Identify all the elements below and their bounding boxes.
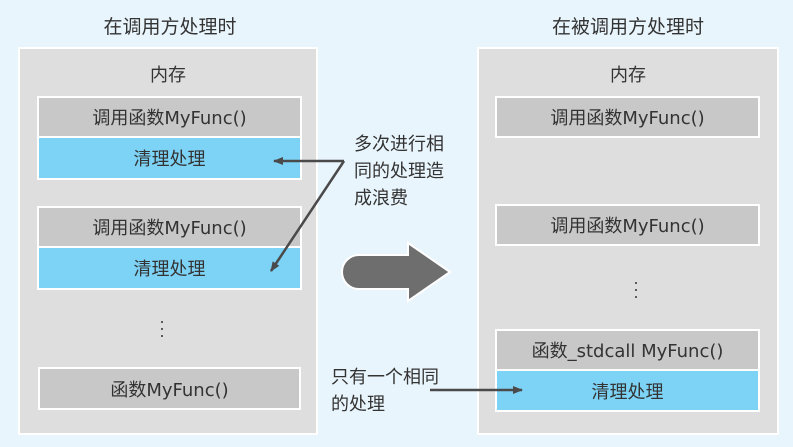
single-note-line-2: 的处理: [331, 394, 385, 415]
waste-note-line-3: 成浪费: [354, 188, 408, 209]
waste-note-line-1: 多次进行相: [354, 134, 444, 155]
left-cleanup-box-2: 清理处理: [37, 246, 302, 290]
waste-note: 多次进行相 同的处理造 成浪费: [354, 131, 444, 212]
left-memory-label: 内存: [150, 65, 186, 86]
single-note-line-1: 只有一个相同: [331, 367, 439, 388]
left-call-box-1: 调用函数MyFunc(): [37, 96, 302, 138]
left-ellipsis-icon: [160, 321, 164, 342]
left-call-box-2: 调用函数MyFunc(): [37, 206, 302, 248]
right-cleanup-box: 清理处理: [495, 369, 760, 412]
waste-note-line-2: 同的处理造: [354, 161, 444, 182]
left-cleanup-box-1: 清理处理: [37, 136, 302, 180]
single-note: 只有一个相同 的处理: [331, 364, 439, 418]
right-call-box-2: 调用函数MyFunc(): [495, 204, 760, 246]
right-memory-label: 内存: [610, 65, 646, 86]
right-arrow-icon: [341, 241, 452, 303]
left-function-box: 函数MyFunc(): [38, 367, 301, 410]
right-function-box: 函数_stdcall MyFunc(): [495, 329, 760, 371]
left-panel-title: 在调用方处理时: [103, 16, 237, 38]
right-call-box-1: 调用函数MyFunc(): [495, 96, 760, 138]
pointer-arrow-to-cleanup-2: [269, 160, 346, 272]
right-panel-title: 在被调用方处理时: [551, 16, 704, 38]
right-ellipsis-icon: [634, 282, 638, 303]
